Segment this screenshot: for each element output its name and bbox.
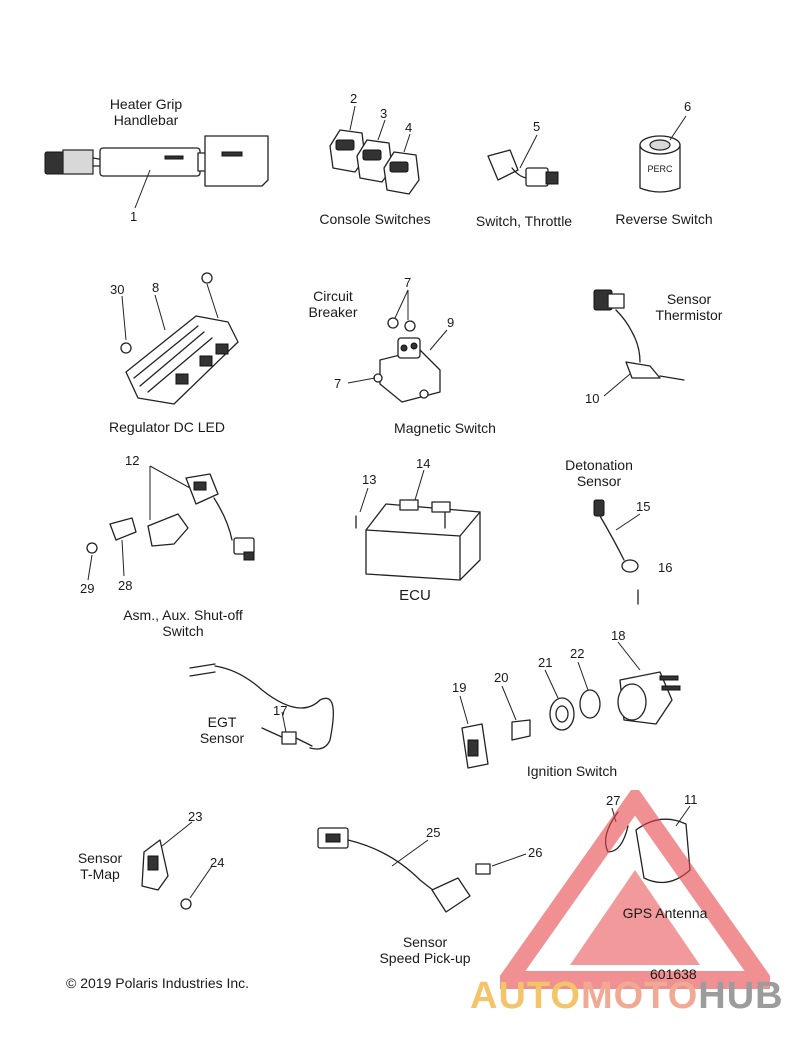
aux-shutoff-drawing — [86, 465, 255, 581]
callout-1: 1 — [130, 209, 138, 224]
diagram-id: 601638 — [650, 966, 697, 982]
label-speed-pickup: Sensor Speed Pick-up — [379, 934, 471, 966]
heater-grip-drawing — [44, 135, 269, 209]
label-ignition-switch: Ignition Switch — [526, 763, 618, 779]
callout-24: 24 — [210, 855, 225, 870]
egt-sensor-drawing — [189, 663, 334, 750]
ignition-switch-drawing — [459, 641, 681, 769]
speed-pickup-drawing — [317, 827, 527, 913]
callout-12: 12 — [125, 453, 140, 468]
label-sensor-tmap: Sensor T-Map — [77, 850, 123, 882]
magnetic-switch-drawing — [347, 289, 448, 403]
callout-3: 3 — [380, 106, 388, 121]
callout-5: 5 — [533, 119, 541, 134]
callout-4: 4 — [405, 120, 413, 135]
label-egt-sensor: EGT Sensor — [199, 714, 245, 746]
callout-30: 30 — [110, 282, 125, 297]
callout-25: 25 — [426, 825, 441, 840]
label-aux-shutoff: Asm., Aux. Shut-off Switch — [123, 607, 243, 639]
callout-21: 21 — [538, 655, 553, 670]
callout-2: 2 — [350, 91, 358, 106]
watermark-logo — [500, 790, 770, 989]
watermark-triangle-outer — [500, 790, 770, 989]
callout-17: 17 — [273, 703, 288, 718]
callout-8: 8 — [152, 280, 160, 295]
callout-10: 10 — [585, 391, 600, 406]
callout-19: 19 — [452, 680, 467, 695]
watermark-triangle-inner — [570, 870, 700, 965]
tmap-sensor-drawing — [141, 821, 213, 910]
callout-20: 20 — [494, 670, 509, 685]
callout-22: 22 — [570, 646, 585, 661]
label-detonation-sensor: Detonation Sensor — [565, 457, 633, 489]
label-heater-grip: Heater Grip Handlebar — [109, 96, 183, 128]
callout-15: 15 — [636, 499, 651, 514]
label-sensor-thermistor: Sensor Thermistor — [655, 291, 723, 323]
label-regulator: Regulator DC LED — [109, 419, 225, 435]
callout-9: 9 — [447, 315, 455, 330]
throttle-switch-drawing — [487, 134, 559, 187]
console-switches-drawing — [329, 105, 420, 195]
watermark-text: AUTOMOTOHUB — [470, 975, 784, 1018]
callout-26: 26 — [528, 845, 543, 860]
label-magnetic-switch: Magnetic Switch — [394, 420, 496, 436]
label-ecu: ECU — [399, 587, 431, 604]
watermark-moto: MOTO — [580, 975, 699, 1017]
callout-13: 13 — [362, 472, 377, 487]
label-reverse-switch: Reverse Switch — [615, 211, 713, 227]
callout-11: 11 — [684, 792, 698, 807]
label-reverse-switch-text: PERC — [647, 164, 673, 174]
callout-7-bottom: 7 — [334, 376, 342, 391]
watermark-auto: AUTO — [470, 975, 581, 1017]
regulator-drawing — [120, 272, 239, 405]
copyright-notice: © 2019 Polaris Industries Inc. — [66, 975, 250, 991]
callout-28: 28 — [118, 578, 133, 593]
reverse-switch-drawing — [639, 115, 687, 193]
label-console-switches: Console Switches — [319, 211, 431, 227]
label-switch-throttle: Switch, Throttle — [475, 213, 573, 229]
ecu-drawing — [355, 469, 481, 581]
callout-16: 16 — [658, 560, 673, 575]
callout-29: 29 — [80, 581, 95, 596]
detonation-sensor-drawing — [593, 499, 641, 605]
sensor-thermistor-drawing — [593, 289, 685, 397]
callout-18: 18 — [611, 628, 626, 643]
callout-14: 14 — [416, 456, 431, 471]
callout-6: 6 — [684, 99, 692, 114]
callout-7-top: 7 — [404, 275, 412, 290]
label-gps-antenna: GPS Antenna — [622, 905, 708, 921]
label-circuit-breaker: Circuit Breaker — [308, 288, 358, 320]
callout-27: 27 — [606, 793, 621, 808]
callout-23: 23 — [188, 809, 203, 824]
watermark-hub: HUB — [698, 975, 784, 1017]
